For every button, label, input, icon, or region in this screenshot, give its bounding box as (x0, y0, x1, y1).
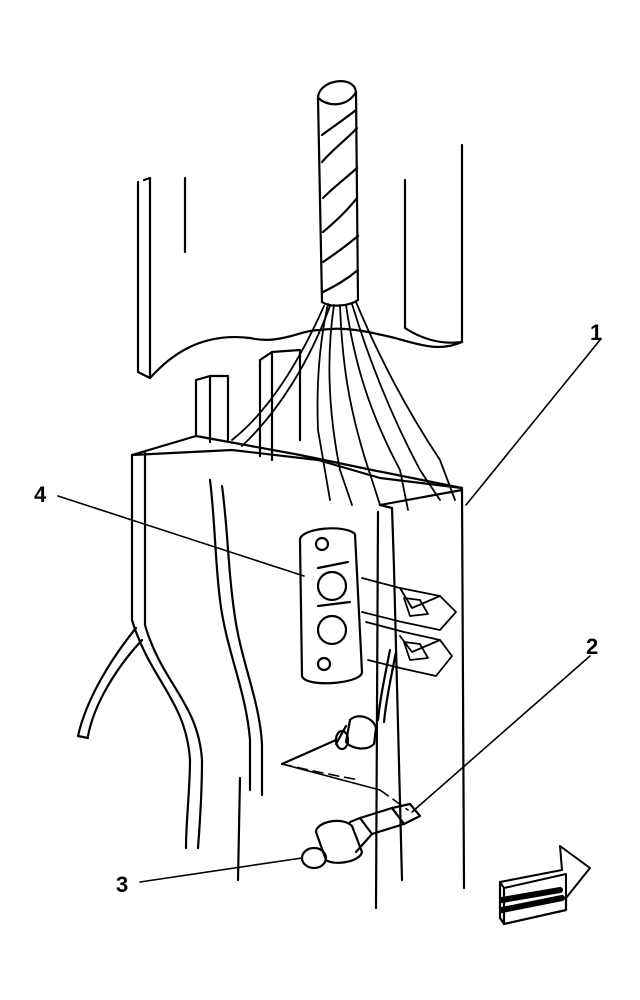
callout-1: 1 (590, 320, 603, 345)
callout-3: 3 (116, 872, 129, 897)
arrow-right-icon (498, 845, 591, 926)
callout-2: 2 (586, 634, 599, 659)
leader-lines (57, 339, 601, 883)
pigtail-wire (280, 648, 398, 766)
upper-pillar-panel (136, 143, 464, 380)
bracket-body (76, 348, 466, 910)
wrapped-harness-sleeve (316, 80, 360, 307)
plate-hole-top (314, 536, 330, 552)
leader-line-4 (57, 495, 305, 577)
switch-plate (298, 527, 364, 685)
harness-wires (231, 301, 456, 511)
connector-terminals (361, 577, 457, 677)
plate-hole-lower (316, 614, 348, 646)
leader-line-2 (411, 655, 591, 813)
plate-hole-upper (316, 570, 348, 602)
callout-4: 4 (34, 482, 47, 507)
leader-line-1 (465, 339, 601, 506)
installation-guide-line (281, 763, 409, 811)
leader-line-3 (139, 857, 303, 883)
plate-hole-bottom (316, 656, 332, 672)
